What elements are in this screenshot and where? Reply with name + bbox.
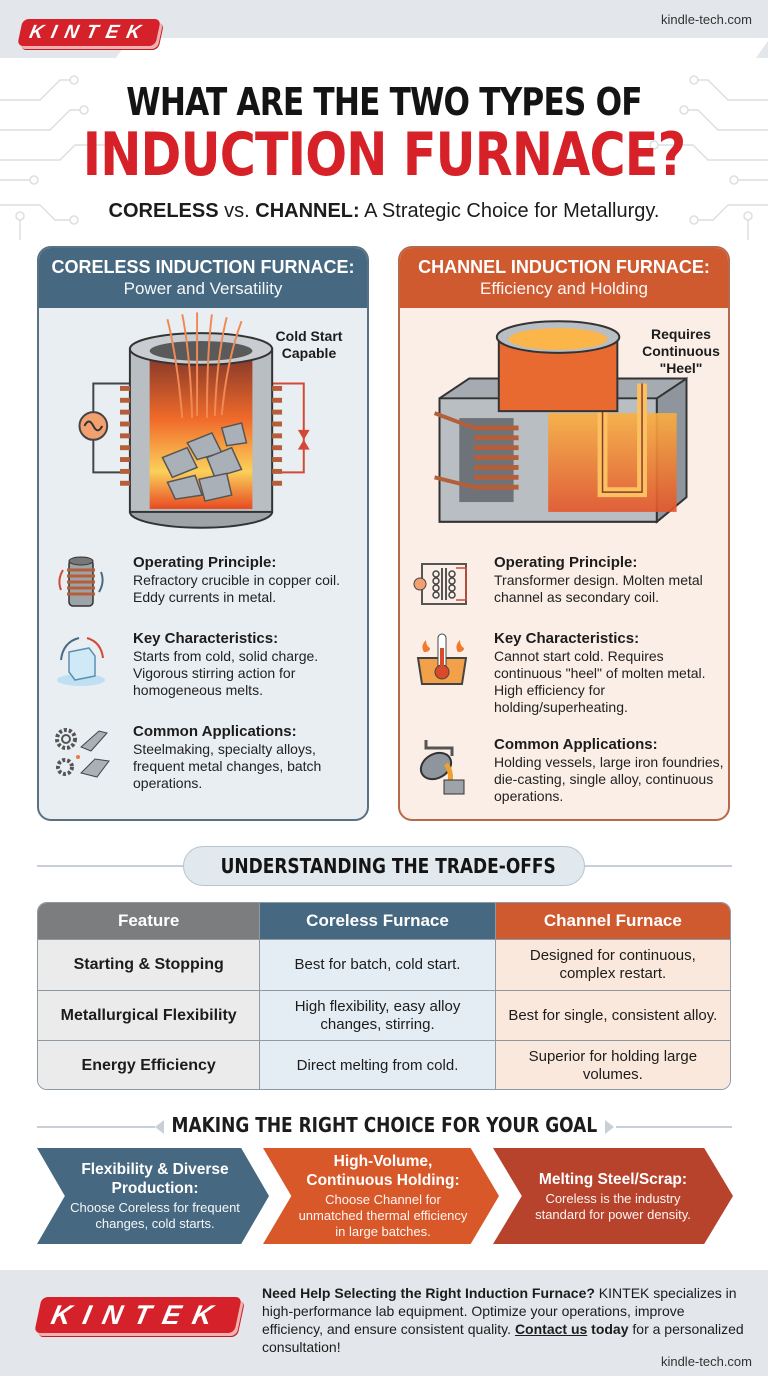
arrow-right-icon — [605, 1120, 614, 1134]
ladle-pouring-icon — [419, 740, 465, 795]
tradeoffs-heading: UNDERSTANDING THE TRADE-OFFS — [183, 846, 585, 886]
column-header-coreless: Coreless Furnace — [259, 903, 495, 939]
top-banner-cut — [108, 38, 768, 68]
coreless-feature-operating: Operating Principle: Refractory crucible… — [39, 554, 367, 614]
coreless-feature-applications: Common Applications: Steelmaking, specia… — [39, 723, 367, 792]
circuit-decoration-icon — [0, 75, 119, 240]
choice-divider-right — [616, 1126, 732, 1128]
table-cell: Best for batch, cold start. — [259, 939, 495, 990]
choice-heading: MAKING THE RIGHT CHOICE FOR YOUR GOAL — [171, 1113, 597, 1137]
kintek-logo-footer[interactable]: KINTEK — [34, 1297, 242, 1333]
table-header-row: Feature Coreless Furnace Channel Furnace — [38, 903, 730, 939]
site-url[interactable]: kindle-tech.com — [660, 12, 752, 27]
transformer-icon — [413, 563, 467, 605]
table-cell: Superior for holding large volumes. — [494, 1040, 730, 1089]
table-cell: High flexibility, easy alloy changes, st… — [259, 990, 495, 1040]
coreless-furnace-illustration-icon — [78, 312, 310, 529]
circuit-decoration-icon — [649, 75, 768, 240]
coreless-card: CORELESS INDUCTION FURNACE: Power and Ve… — [37, 246, 369, 821]
site-url-footer[interactable]: kindle-tech.com — [660, 1354, 752, 1369]
table-cell: Direct melting from cold. — [259, 1040, 495, 1089]
channel-feature-operating: Operating Principle: Transformer design.… — [400, 554, 728, 614]
page-title-line1: WHAT ARE THE TWO TYPES OF — [126, 80, 642, 124]
coreless-feature-characteristics: Key Characteristics: Starts from cold, s… — [39, 630, 367, 699]
choice-chevron-holding: High-Volume, Continuous Holding: Choose … — [263, 1148, 499, 1244]
channel-feature-characteristics: Key Characteristics: Cannot start cold. … — [400, 630, 728, 716]
page-title-line2: INDUCTION FURNACE? — [82, 120, 686, 190]
table-row: Starting & Stopping Best for batch, cold… — [38, 939, 730, 990]
table-cell: Metallurgical Flexibility — [38, 990, 260, 1040]
channel-furnace-illustration-icon — [433, 320, 688, 524]
channel-card: CHANNEL INDUCTION FURNACE: Efficiency an… — [398, 246, 730, 821]
coreless-card-header: CORELESS INDUCTION FURNACE: Power and Ve… — [39, 248, 367, 308]
section-divider-right — [582, 865, 732, 867]
table-cell: Starting & Stopping — [38, 939, 260, 990]
footer-cta-text: Need Help Selecting the Right Induction … — [262, 1285, 744, 1355]
coil-crucible-icon — [58, 556, 104, 607]
section-divider-left — [37, 865, 187, 867]
page-subtitle: CORELESS vs. CHANNEL: A Strategic Choice… — [108, 200, 660, 222]
choice-chevron-flexibility: Flexibility & Diverse Production: Choose… — [37, 1148, 269, 1244]
arrow-left-icon — [155, 1120, 164, 1134]
kintek-logo[interactable]: KINTEK — [17, 19, 161, 46]
column-header-feature: Feature — [38, 903, 260, 939]
table-cell: Energy Efficiency — [38, 1040, 260, 1089]
ice-cube-melting-icon — [57, 637, 105, 686]
continuous-heel-callout: Requires Continuous "Heel" — [642, 326, 720, 376]
tradeoffs-table: Feature Coreless Furnace Channel Furnace… — [37, 902, 731, 1090]
channel-card-header: CHANNEL INDUCTION FURNACE: Efficiency an… — [400, 248, 728, 308]
table-row: Metallurgical Flexibility High flexibili… — [38, 990, 730, 1040]
table-row: Energy Efficiency Direct melting from co… — [38, 1040, 730, 1089]
cold-start-callout: Cold Start Capable — [275, 328, 343, 361]
choice-divider-left — [37, 1126, 155, 1128]
table-cell: Best for single, consistent alloy. — [494, 990, 730, 1040]
gears-ingots-icon — [55, 728, 110, 778]
thermometer-molten-bath-icon — [416, 633, 468, 685]
channel-feature-applications: Common Applications: Holding vessels, la… — [400, 736, 728, 805]
column-header-channel: Channel Furnace — [494, 903, 730, 939]
contact-us-link[interactable]: Contact us — [514, 1321, 588, 1337]
choice-chevron-melting: Melting Steel/Scrap: Coreless is the ind… — [493, 1148, 733, 1244]
table-cell: Designed for continuous, complex restart… — [494, 939, 730, 990]
